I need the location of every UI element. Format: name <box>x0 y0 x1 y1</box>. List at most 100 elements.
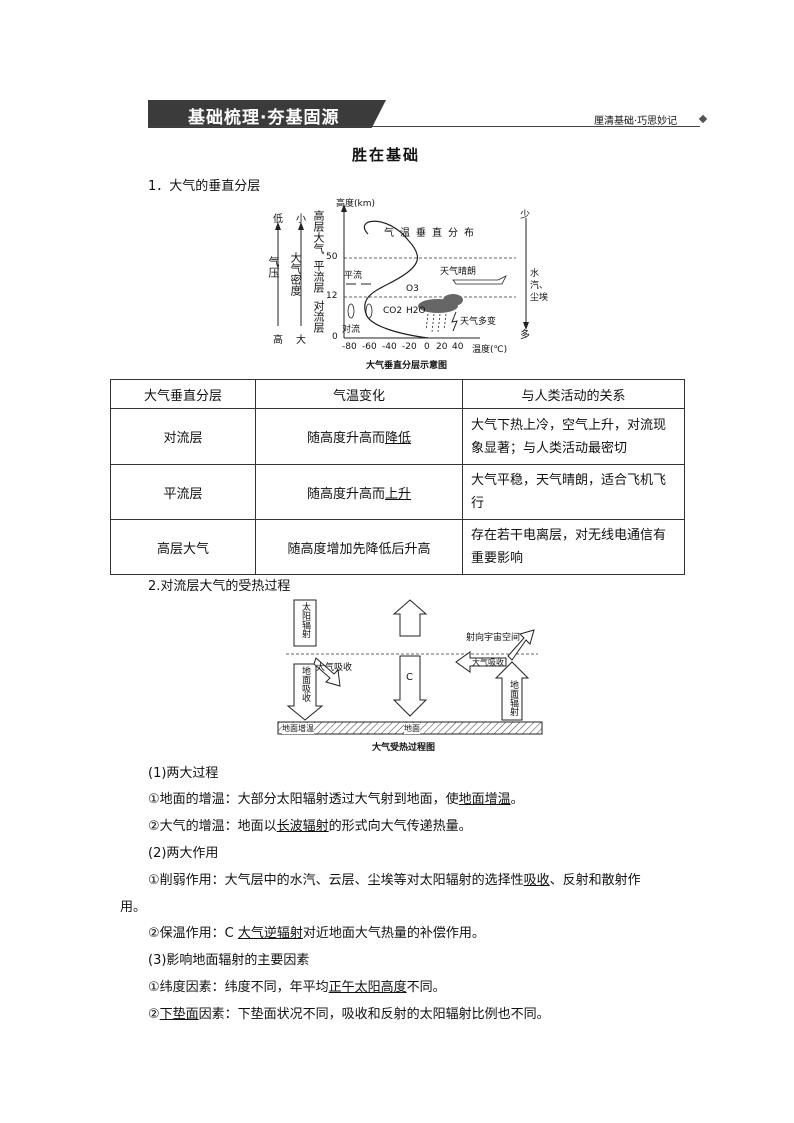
many-label: 多 <box>520 330 530 341</box>
temp-text: 随高度升高而 <box>306 486 385 502</box>
p3a-text: ①纬度因素：纬度不同，年平均 <box>148 980 329 995</box>
table-row: 高层大气 随高度增加先降低后升高 存在若干电离层，对无线电通信有重要影响 <box>110 519 685 575</box>
p3b-key: 下垫面 <box>159 1007 199 1022</box>
c-label: C <box>406 672 413 683</box>
to-space-arrow <box>507 629 535 661</box>
header-banner-text: 基础梳理·夯基固源 <box>188 108 340 128</box>
p1a: ①地面的增温：大部分太阳辐射透过大气射到地面，使地面增温。 <box>148 788 524 807</box>
header-right-text: 厘清基础·巧思妙记 <box>594 116 678 127</box>
p3b: ②下垫面因素：下垫面状况不同，吸收和反射的太阳辐射比例也不同。 <box>148 1003 550 1022</box>
tick-50: 50 <box>326 252 338 262</box>
co2-label: CO2 <box>383 306 403 316</box>
p3b-text: ② <box>148 1007 160 1022</box>
p1a-post: 。 <box>510 792 524 807</box>
diagram1-caption: 大气垂直分层示意图 <box>366 361 448 371</box>
density-label: 大气密度 <box>289 252 302 296</box>
table-row: 对流层 随高度升高而降低 大气下热上冷，空气上升，对流现象显著；与人类活动最密切 <box>110 408 685 465</box>
table-cell-temp: 随高度升高而上升 <box>255 464 463 520</box>
temp-text: 随高度增加先降低后升高 <box>287 541 431 557</box>
flow-strat-label: 平流 <box>344 271 363 281</box>
ground-rad-label: 地面辐射 <box>508 680 518 716</box>
arrow-up-icon <box>298 222 304 230</box>
vertical-layer-svg <box>275 204 529 339</box>
temp-key: 上升 <box>385 486 412 502</box>
arrow-up-icon <box>392 599 428 637</box>
tick-12: 12 <box>326 291 338 301</box>
temperature-curve <box>363 220 429 339</box>
p2a: ①削弱作用：大气层中的水汽、云层、尘埃等对太阳辐射的选择性吸收、反射和散射作 <box>148 869 641 888</box>
atm-absorb-arrow <box>313 657 341 687</box>
table-cell-layer: 对流层 <box>110 408 256 465</box>
density-small-label: 小 <box>296 214 306 225</box>
to-space-label: 射向宇宙空间 <box>466 633 521 643</box>
temp-key: 降低 <box>385 431 412 446</box>
p2b: ②保温作用：C 大气逆辐射对近地面大气热量的补偿作用。 <box>148 922 485 941</box>
table-cell-temp: 随高度升高而降低 <box>255 408 463 465</box>
section-subtitle: 胜在基础 <box>352 146 421 164</box>
p1b-key: 长波辐射 <box>276 819 329 834</box>
p3a: ①纬度因素：纬度不同，年平均正午太阳高度不同。 <box>148 976 446 995</box>
pressure-low-label: 低 <box>273 214 283 225</box>
header-divider <box>148 126 700 127</box>
curve-label: 气温垂直分布 <box>384 228 480 239</box>
atm-absorb-label-2: 大气吸收 <box>472 658 504 667</box>
table-cell-layer: 平流层 <box>110 464 256 520</box>
x-tick: 40 <box>452 342 464 352</box>
flow-trop-label: 对流 <box>342 325 361 335</box>
x-axis-label: 温度(℃) <box>472 345 508 355</box>
diamond-icon <box>698 114 708 124</box>
x-tick: 0 <box>424 342 430 352</box>
table-row: 平流层 随高度升高而上升 大气平稳，天气晴朗，适合飞机飞行 <box>110 464 685 520</box>
x-tick: -60 <box>362 342 377 352</box>
solar-radiation-box <box>293 599 317 647</box>
ground-absorb-label: 地面吸收 <box>300 666 310 702</box>
p3a-post: 不同。 <box>406 980 446 995</box>
p2a-post: 、反射和散射作 <box>549 873 641 888</box>
h2o-label: H2O <box>406 306 426 316</box>
weather-clear-label: 天气晴朗 <box>440 267 477 277</box>
p3-title: (3)影响地面辐射的主要因素 <box>148 953 310 968</box>
table-cell-relation: 大气平稳，天气晴朗，适合飞机飞行 <box>462 464 685 520</box>
arrow-up-icon <box>275 222 281 230</box>
header-banner <box>148 100 386 128</box>
solar-label: 太阳辐射 <box>300 602 310 638</box>
lightning-icon <box>451 311 458 332</box>
c-arrow <box>392 655 428 717</box>
cloud-icon <box>443 294 463 306</box>
few-label: 少 <box>520 210 530 221</box>
tick-0: 0 <box>332 332 338 342</box>
ground-warm-label: 地面增温 <box>282 723 314 734</box>
x-tick: -20 <box>402 342 417 352</box>
heating-process-diagram: 太阳辐射 地面吸收 大气吸收 C 射向宇宙空间 大气吸收 地面辐射 地面增温 地… <box>276 598 546 754</box>
table-cell-relation: 大气下热上冷，空气上升，对流现象显著；与人类活动最密切 <box>462 408 685 465</box>
p1a-text: ①地面的增温：大部分太阳辐射透过大气射到地面，使 <box>148 792 459 807</box>
o3-label: O3 <box>406 284 419 294</box>
rain-icon <box>425 313 447 333</box>
pressure-high-label: 高 <box>273 335 283 346</box>
table-cell-relation: 存在若干电离层，对无线电通信有重要影响 <box>462 519 685 575</box>
y-axis-label: 高度(km) <box>336 199 376 209</box>
x-tick: -40 <box>382 342 397 352</box>
vapor-label: 水汽、尘埃 <box>530 269 549 303</box>
arrow-down-icon <box>523 322 529 330</box>
layer-strat-label: 平流层 <box>312 260 325 293</box>
p1b-post: 的形式向大气传递热量。 <box>328 819 472 834</box>
p2-title: (2)两大作用 <box>148 846 219 861</box>
p1a-key: 地面增温 <box>458 792 511 807</box>
section2-title: 2.对流层大气的受热过程 <box>148 579 291 594</box>
p2b-key: 大气逆辐射 <box>237 926 303 941</box>
p2b-text: ②保温作用：C <box>148 926 238 941</box>
table-header: 气温变化 <box>255 379 463 409</box>
p3a-key: 正午太阳高度 <box>328 980 407 995</box>
layer-table: 大气垂直分层 气温变化 与人类活动的关系 对流层 随高度升高而降低 大气下热上冷… <box>110 379 685 575</box>
table-header-row: 大气垂直分层 气温变化 与人类活动的关系 <box>110 379 685 409</box>
ground-absorb-arrow <box>286 663 324 721</box>
table-header: 与人类活动的关系 <box>462 379 685 409</box>
layer-trop-label: 对流层 <box>312 300 325 333</box>
p3b-post: 因素：下垫面状况不同，吸收和反射的太阳辐射比例也不同。 <box>198 1007 550 1022</box>
p2a-cont: 用。 <box>120 900 147 915</box>
ground-label: 地面 <box>404 723 420 734</box>
layer-high-label: 高层大气 <box>312 210 325 254</box>
x-tick: 20 <box>436 342 448 352</box>
convection-icon <box>365 303 373 319</box>
